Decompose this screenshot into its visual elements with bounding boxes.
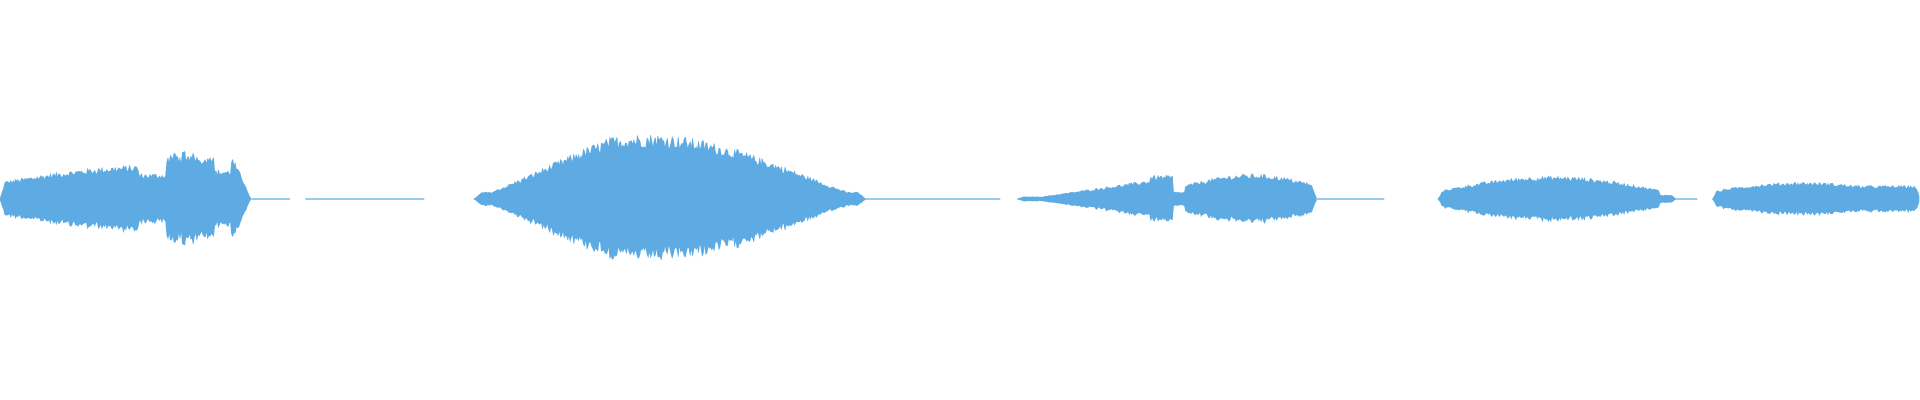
waveform-clip-3 (1017, 173, 1317, 224)
waveform-clip-2 (473, 135, 866, 261)
waveform-clip-1 (0, 150, 252, 246)
waveform-clip-5 (1712, 181, 1920, 216)
wave-layer (0, 135, 1920, 261)
waveform-clip-4 (1437, 175, 1676, 223)
